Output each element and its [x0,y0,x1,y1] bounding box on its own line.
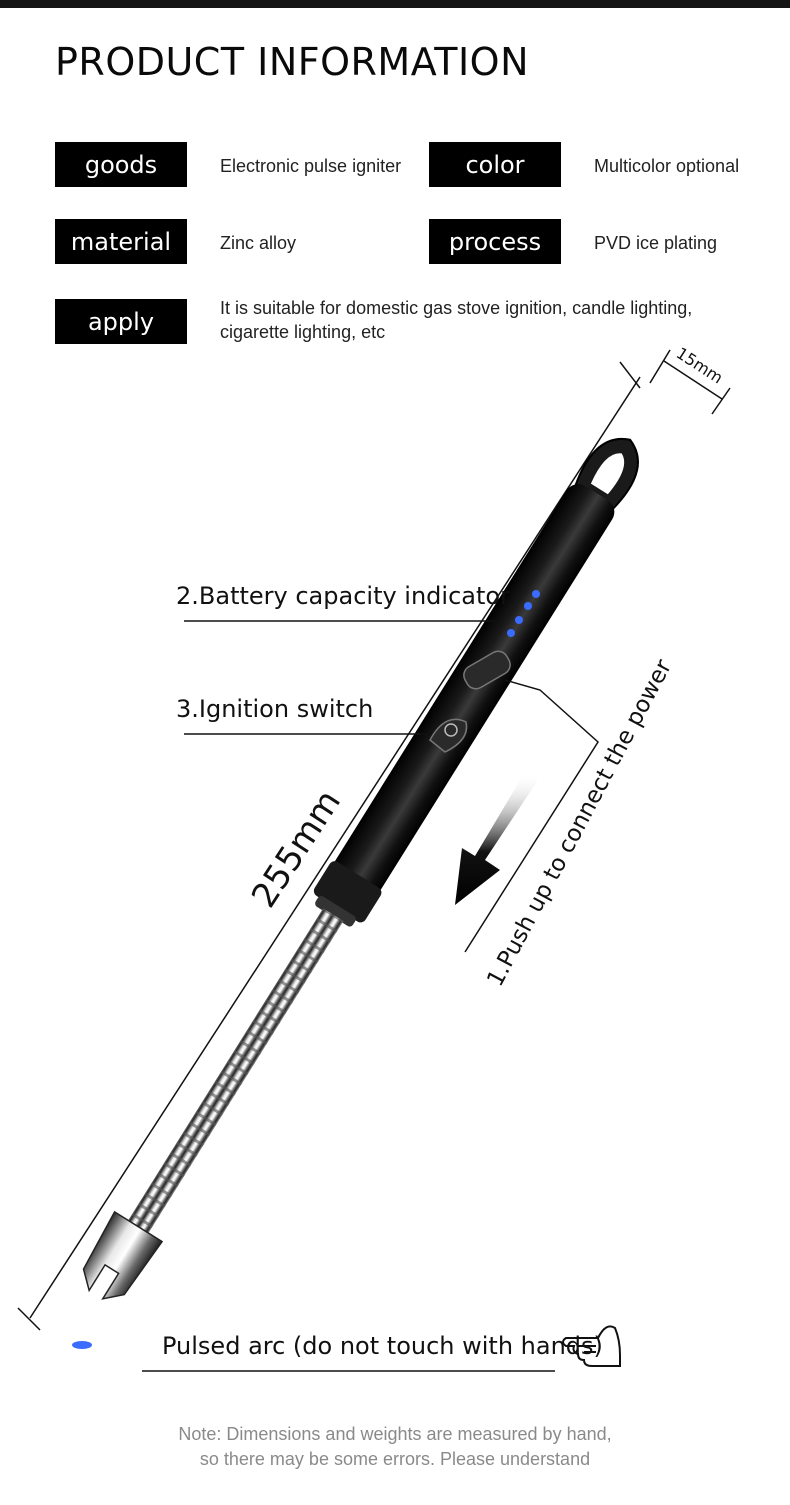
spec-value-apply-line2: cigarette lighting, etc [220,322,386,342]
battery-indicator-dots [507,590,540,637]
switch-callout-label: 3.Ignition switch [176,695,374,723]
note-line2: so there may be some errors. Please unde… [199,1449,591,1469]
width-label: 15mm [673,343,727,387]
spec-tag-process: process [429,219,561,264]
push-direction-arrow-icon [455,772,538,905]
width-dimension-line [649,349,731,415]
lighter-body [82,437,639,1300]
page-title: PRODUCT INFORMATION [55,40,530,84]
spec-tag-material: material [55,219,187,264]
length-dimension-line [17,361,641,1331]
spec-value-process: PVD ice plating [594,233,718,253]
note-line1: Note: Dimensions and weights are measure… [178,1424,612,1444]
push-callout-label: 1.Push up to connect the power [482,655,677,991]
pointing-hand-icon [562,1325,621,1367]
spec-value-color: Multicolor optional [594,156,740,176]
spec-value-apply: It is suitable for domestic gas stove ig… [220,296,692,344]
push-callout-line [464,679,599,953]
slide-switch-icon [463,650,511,690]
spec-value-apply-line1: It is suitable for domestic gas stove ig… [220,298,693,318]
ignition-button-icon [429,718,468,753]
spec-tag-goods: goods [55,142,187,187]
arc-spark-icon [72,1341,92,1349]
top-banner-strip [0,0,790,8]
spec-tag-color: color [429,142,561,187]
spec-tag-apply: apply [55,299,187,344]
measurement-note: Note: Dimensions and weights are measure… [0,1422,790,1472]
spec-value-material: Zinc alloy [220,233,297,253]
arc-callout-label: Pulsed arc (do not touch with hands) [162,1332,603,1360]
spec-value-goods: Electronic pulse igniter [220,156,402,176]
battery-callout-label: 2.Battery capacity indicator [176,582,510,610]
